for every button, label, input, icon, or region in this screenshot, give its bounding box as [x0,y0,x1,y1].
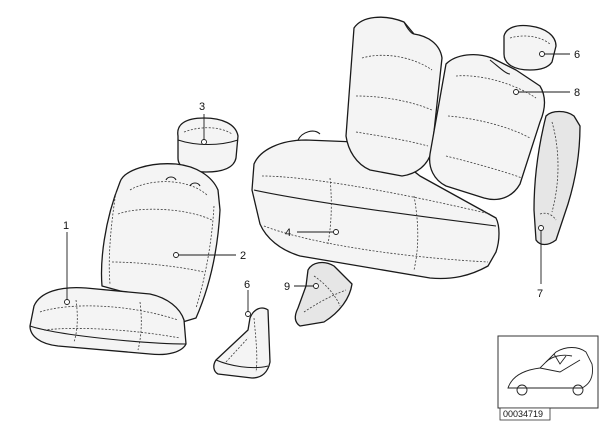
gear-shift-boot [213,307,271,379]
rear-backrest-right [428,53,546,201]
leaders [64,51,570,317]
side-bolster [533,110,581,246]
callout-2: 2 [240,250,246,262]
callout-1: 1 [63,220,69,232]
armrest-trim [294,261,353,327]
callout-7: 7 [537,288,543,300]
rear-backrest-left [345,16,443,177]
callout-labels: 1 2 3 4 6 9 7 8 6 [63,49,580,300]
rear-headrest [503,24,557,71]
callout-9: 9 [284,281,290,293]
rear-bench-cushion [251,130,500,280]
callout-6-headrest: 6 [574,49,580,61]
callout-4: 4 [285,227,291,239]
front-headrest [177,117,239,173]
vehicle-thumbnail: 00034719 [497,335,599,421]
front-seat-backrest [100,163,221,325]
callout-3: 3 [199,101,205,113]
diagram-code: 00034719 [503,409,543,419]
callout-6-boot: 6 [244,279,250,291]
front-seat-cushion [29,286,187,356]
callout-8: 8 [574,87,580,99]
